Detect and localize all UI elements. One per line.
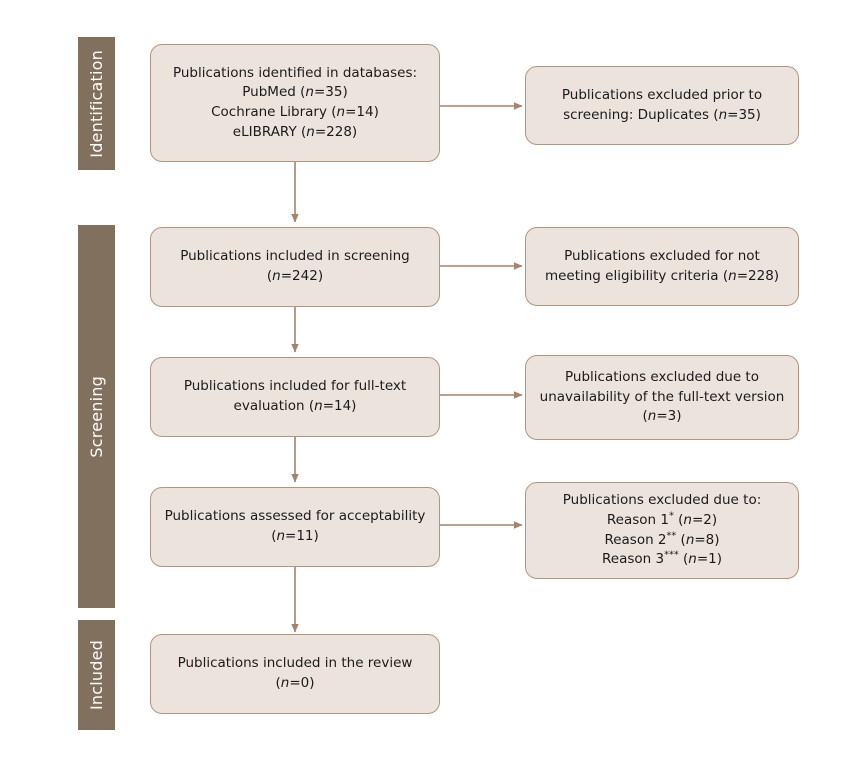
node-publications-identified: Publications identified in databases:Pub…	[150, 44, 440, 162]
stage-band-included-label: Included	[86, 640, 106, 710]
node-included-in-review: Publications included in the review(n=0)	[150, 634, 440, 714]
node-assessed-acceptability: Publications assessed for acceptability(…	[150, 487, 440, 567]
stage-band-included: Included	[78, 620, 115, 730]
stage-band-screening: Screening	[78, 225, 115, 608]
node-included-in-review-text: Publications included in the review(n=0)	[177, 655, 413, 691]
stage-band-identification-label: Identification	[86, 49, 106, 158]
stage-band-screening-label: Screening	[86, 375, 106, 458]
node-excluded-reasons: Publications excluded due to:Reason 1* (…	[525, 482, 799, 579]
node-assessed-acceptability-text: Publications assessed for acceptability(…	[164, 508, 426, 544]
stage-band-identification: Identification	[78, 37, 115, 170]
node-included-in-screening: Publications included in screening(n=242…	[150, 227, 440, 307]
node-excluded-reasons-text: Publications excluded due to:Reason 1* (…	[562, 492, 762, 568]
node-included-in-screening-text: Publications included in screening(n=242…	[180, 248, 410, 284]
node-publications-identified-text: Publications identified in databases:Pub…	[172, 64, 418, 140]
